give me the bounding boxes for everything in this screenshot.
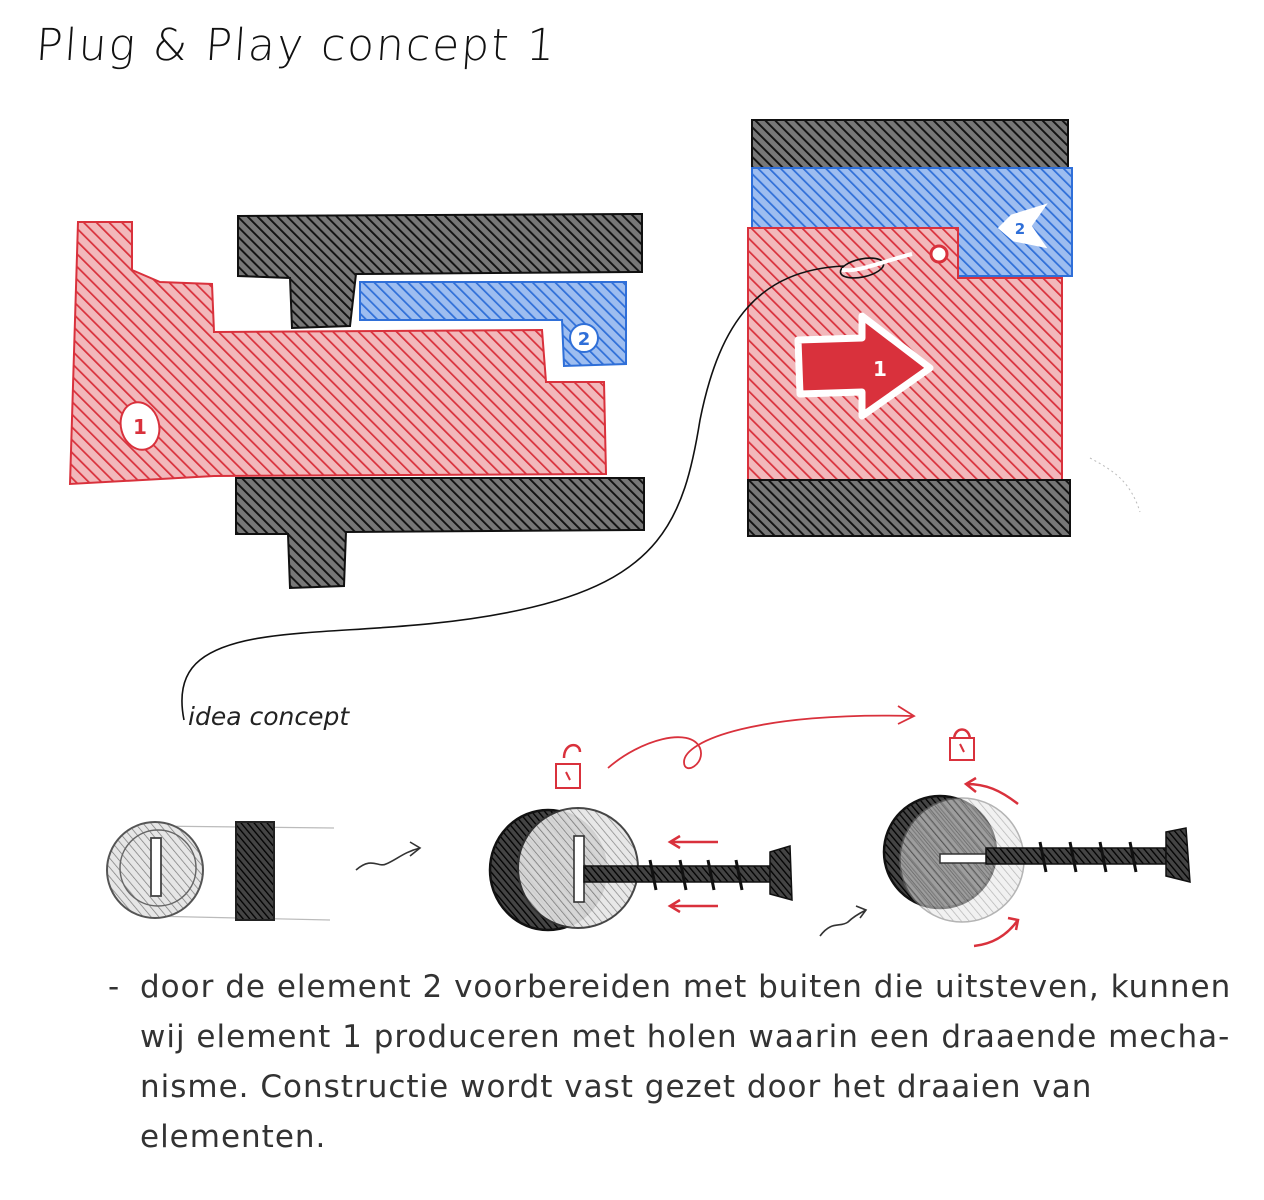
cross-section-left: 1 2 — [68, 212, 645, 590]
housing-top — [237, 212, 643, 330]
leader-line — [181, 252, 913, 721]
element-2-marker: 2 — [569, 323, 599, 353]
svg-text:1: 1 — [873, 357, 887, 381]
pin-hole — [929, 244, 949, 264]
rotation-arrow — [607, 705, 916, 769]
lock-closed-icon — [949, 728, 975, 761]
step-2-unlocked — [488, 807, 793, 932]
step-1-parts — [106, 821, 335, 921]
notes-line-3: nisme. Constructie wordt vast gezet door… — [140, 1069, 1093, 1105]
screw-icon-locked — [985, 827, 1191, 883]
arrow-left-icon: 2 — [997, 203, 1048, 249]
element-1-red — [68, 221, 608, 486]
idea-concept-label: idea concept — [188, 702, 350, 731]
arrow-right-icon: 1 — [794, 312, 934, 420]
element-2-side — [235, 821, 275, 921]
element-2-blue — [359, 281, 627, 368]
sequence-arrow-2 — [819, 905, 868, 937]
sequence-arrow-1 — [355, 841, 422, 871]
svg-text:2: 2 — [578, 329, 591, 350]
housing-top-right — [751, 119, 1069, 169]
svg-text:1: 1 — [133, 415, 147, 439]
lock-open-icon — [555, 744, 582, 789]
screw-icon — [583, 845, 793, 901]
cross-section-right: 1 2 — [747, 119, 1141, 537]
step-3-locked — [882, 776, 1191, 948]
notes-line-4: elementen. — [140, 1119, 327, 1155]
svg-text:2: 2 — [1015, 220, 1025, 238]
notes-paragraph: -door de element 2 voorbereiden met buit… — [108, 962, 1232, 1162]
page-title: Plug & Play concept 1 — [34, 20, 559, 71]
housing-bottom — [235, 477, 645, 590]
element-1-marker: 1 — [119, 401, 161, 451]
notes-line-2: wij element 1 produceren met holen waari… — [140, 1019, 1231, 1055]
notes-line-1: -door de element 2 voorbereiden met buit… — [108, 969, 1232, 1005]
housing-bottom-right — [747, 479, 1071, 537]
